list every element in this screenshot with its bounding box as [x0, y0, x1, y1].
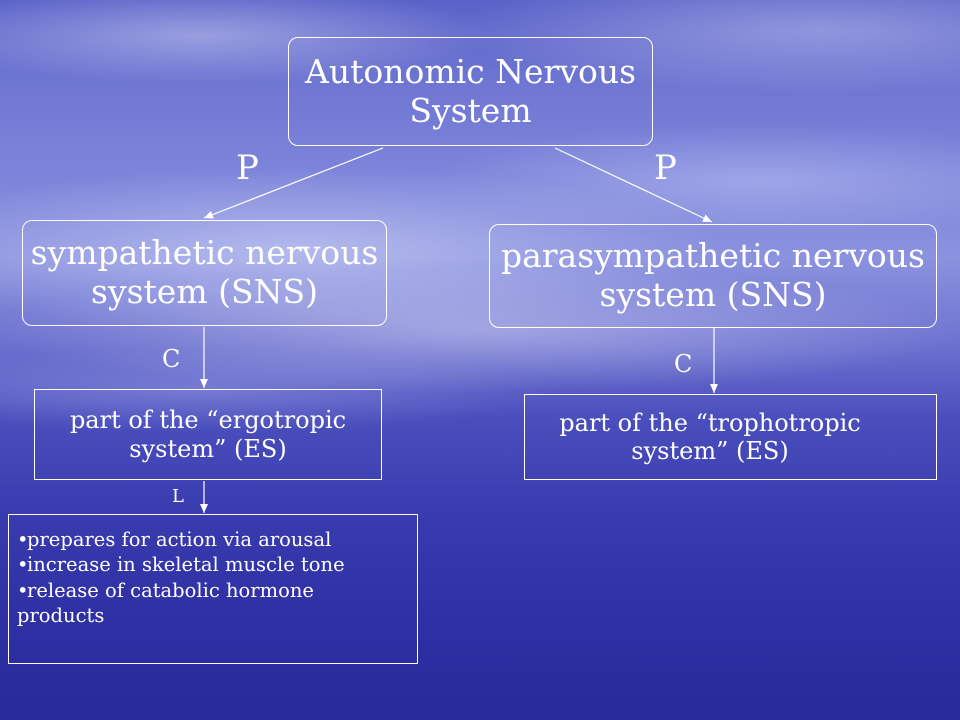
parasympathetic-line2: system (SNS): [599, 275, 827, 314]
left-c-label: C: [162, 345, 181, 373]
list-item-continuation: products: [17, 604, 105, 628]
list-item-text: release of catabolic hormone: [27, 578, 314, 602]
ergotropic-effects-list: •prepares for action via arousal •increa…: [8, 514, 418, 664]
left-edge-label: P: [236, 148, 259, 188]
list-item: •prepares for action via arousal: [17, 527, 411, 552]
list-item: •increase in skeletal muscle tone: [17, 552, 411, 577]
l-label: L: [172, 486, 184, 507]
sympathetic-line1: sympathetic nervous: [30, 233, 379, 273]
root-node-line2: System: [409, 90, 532, 130]
parasympathetic-node: parasympathetic nervous system (SNS): [489, 224, 937, 328]
bullet-icon: •: [17, 528, 29, 551]
list-item: •release of catabolic hormone: [17, 578, 411, 603]
ergotropic-line1: part of the “ergotropic: [69, 406, 347, 435]
trophotropic-line1: part of the “trophotropic: [559, 408, 861, 437]
trophotropic-line2: system” (ES): [631, 437, 789, 465]
sympathetic-node: sympathetic nervous system (SNS): [22, 220, 387, 326]
root-node-line1: Autonomic Nervous: [304, 51, 637, 91]
trophotropic-node: part of the “trophotropic system” (ES): [524, 394, 937, 480]
bullet-icon: •: [17, 553, 29, 577]
arrow-root-to-sympathetic: [203, 147, 384, 219]
sympathetic-line2: system (SNS): [91, 272, 318, 311]
list-item-text: increase in skeletal muscle tone: [27, 553, 345, 577]
parasympathetic-line1: parasympathetic nervous: [500, 236, 925, 276]
right-edge-label: P: [654, 148, 677, 188]
bullet-icon: •: [17, 578, 29, 602]
right-c-label: C: [674, 350, 693, 378]
ergotropic-node: part of the “ergotropic system” (ES): [34, 389, 382, 480]
arrow-root-to-parasympathetic: [554, 147, 713, 223]
root-node-autonomic-nervous-system: Autonomic Nervous System: [288, 37, 653, 146]
ergotropic-line2: system” (ES): [129, 434, 287, 463]
list-item-text: prepares for action via arousal: [27, 528, 332, 551]
